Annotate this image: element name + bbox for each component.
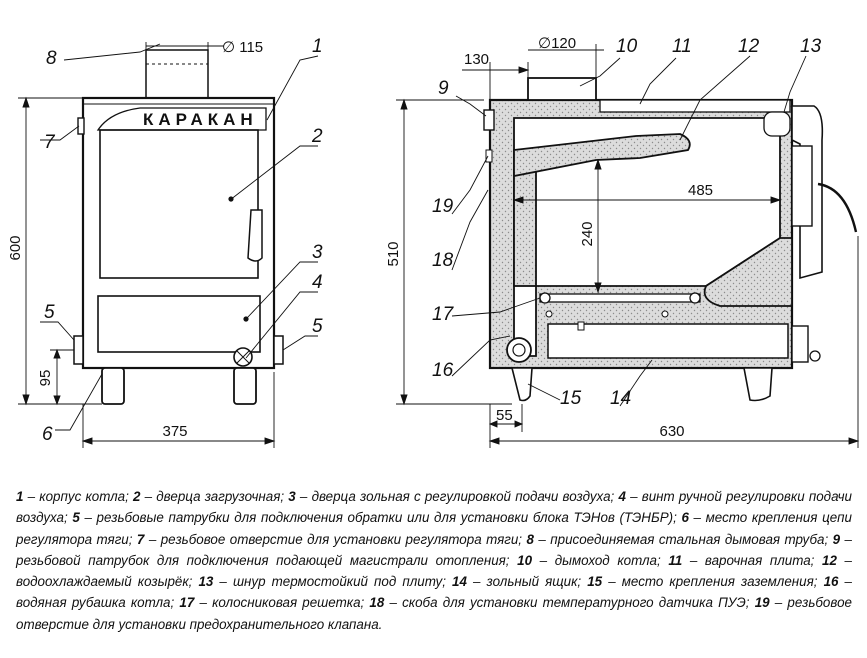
legend-description: – место крепления заземления; bbox=[602, 574, 824, 590]
callout-18: 18 bbox=[432, 250, 454, 271]
legend-description: – водоохлаждаемый козырёк; bbox=[16, 552, 852, 590]
dim-55: 55 bbox=[496, 407, 513, 424]
dim-d115: ∅ 115 bbox=[222, 39, 263, 56]
legend-number: 17 bbox=[179, 595, 195, 611]
boiler-technical-drawing: КАРАКАН ∅ 115 600 95 375 8 1 7 2 3 4 5 5… bbox=[7, 35, 860, 448]
legend-description: – корпус котла; bbox=[23, 489, 133, 504]
callout-5-right: 5 bbox=[312, 316, 323, 337]
dim-600: 600 bbox=[7, 235, 24, 260]
legend-text: 1 – корпус котла; 2 – дверца загрузочная… bbox=[16, 486, 852, 635]
side-dimensions bbox=[396, 44, 860, 448]
callout-12: 12 bbox=[738, 36, 760, 57]
side-view bbox=[483, 77, 858, 402]
leg-right bbox=[233, 367, 257, 405]
dim-240: 240 bbox=[579, 221, 596, 246]
legend-number: 5 bbox=[72, 510, 80, 526]
legend-number: 6 bbox=[681, 510, 689, 526]
callout-8: 8 bbox=[46, 48, 57, 69]
callout-17: 17 bbox=[432, 304, 455, 325]
dim-d120: ∅120 bbox=[538, 35, 576, 52]
boiler-brand: КАРАКАН bbox=[143, 110, 258, 129]
legend-description: – резьбовое отверстие для установки пред… bbox=[16, 595, 852, 632]
callout-16: 16 bbox=[432, 360, 454, 381]
callout-3: 3 bbox=[312, 242, 323, 263]
supply-nozzle bbox=[483, 109, 495, 131]
cooking-plate bbox=[599, 99, 791, 113]
callout-14: 14 bbox=[610, 388, 631, 409]
front-view bbox=[73, 49, 284, 405]
legend-description: – водяная рубашка котла; bbox=[16, 574, 852, 611]
legend-description: – зольный ящик; bbox=[466, 574, 588, 590]
front-texts: КАРАКАН ∅ 115 600 95 375 8 1 7 2 3 4 5 5… bbox=[7, 36, 323, 445]
legend-description: – дымоход котла; bbox=[532, 552, 669, 568]
legend-number: 3 bbox=[288, 489, 296, 504]
legend-number: 10 bbox=[517, 552, 533, 568]
side-texts: 130 ∅120 510 485 240 55 630 9 10 11 12 1… bbox=[385, 35, 822, 440]
legend-description: – резьбовые патрубки для подключения обр… bbox=[79, 510, 682, 526]
callout-15: 15 bbox=[560, 388, 582, 409]
callout-19: 19 bbox=[432, 196, 454, 217]
callout-1: 1 bbox=[312, 36, 323, 57]
side-leg-left bbox=[510, 367, 533, 402]
dim-130: 130 bbox=[464, 51, 489, 68]
legend-description: – скоба для установки температурного дат… bbox=[384, 595, 755, 611]
legend-number: 13 bbox=[198, 574, 214, 590]
callout-4: 4 bbox=[312, 272, 323, 293]
legend-number: 14 bbox=[452, 574, 467, 590]
water-visor bbox=[513, 133, 691, 178]
grate bbox=[539, 293, 701, 303]
callout-2: 2 bbox=[311, 126, 323, 147]
legend-number: 15 bbox=[587, 574, 603, 590]
dim-485: 485 bbox=[688, 182, 713, 199]
legend-number: 19 bbox=[754, 595, 770, 611]
legend-description: – резьбовой патрубок для подключения под… bbox=[16, 531, 852, 568]
dim-375: 375 bbox=[162, 423, 187, 440]
legend-number: 18 bbox=[369, 595, 385, 611]
callout-10: 10 bbox=[616, 36, 638, 57]
front-dimensions bbox=[18, 42, 319, 448]
callout-11: 11 bbox=[672, 36, 692, 57]
callout-5-left: 5 bbox=[44, 302, 55, 323]
chimney-pipe bbox=[145, 49, 209, 99]
callout-7: 7 bbox=[44, 132, 56, 153]
callout-6: 6 bbox=[42, 424, 53, 445]
legend-description: – дверца зольная с регулировкой подачи в… bbox=[295, 489, 619, 504]
legend-description: – дверца загрузочная; bbox=[140, 489, 289, 504]
legend-number: 9 bbox=[832, 531, 841, 547]
seal-cord bbox=[763, 111, 791, 137]
legend-description: – варочная плита; bbox=[682, 552, 823, 568]
nozzle-left bbox=[73, 335, 84, 365]
legend-number: 7 bbox=[136, 531, 145, 547]
legend-number: 16 bbox=[823, 574, 839, 590]
ash-box bbox=[547, 323, 789, 359]
front-body bbox=[81, 96, 276, 370]
loading-door bbox=[99, 129, 259, 279]
legend-description: – колосниковая решетка; bbox=[194, 595, 370, 611]
legend-description: – резьбовое отверстие для установки регу… bbox=[144, 531, 527, 547]
legend-number: 1 bbox=[16, 489, 24, 504]
legend-number: 4 bbox=[618, 489, 626, 504]
legend-number: 12 bbox=[822, 552, 837, 568]
legend-number: 2 bbox=[133, 489, 141, 504]
dim-95: 95 bbox=[37, 370, 54, 387]
legend-description: – винт ручной регулировки подачи воздуха… bbox=[16, 489, 853, 526]
ash-door bbox=[97, 295, 261, 353]
nozzle-right bbox=[273, 335, 284, 365]
callout-9: 9 bbox=[438, 78, 449, 99]
legend-number: 11 bbox=[668, 552, 683, 568]
dim-630: 630 bbox=[659, 423, 684, 440]
legend-description: – место крепления цепи регулятора тяги; bbox=[16, 510, 852, 547]
legend-number: 8 bbox=[526, 531, 534, 547]
legend-description: – шнур термостойкий под плиту; bbox=[213, 574, 453, 590]
leg-left bbox=[101, 367, 125, 405]
legend-description: – присоединяемая стальная дымовая труба; bbox=[533, 531, 833, 547]
side-leg-right bbox=[743, 367, 773, 402]
dim-510: 510 bbox=[385, 241, 402, 266]
flue bbox=[527, 77, 597, 101]
callout-13: 13 bbox=[800, 36, 822, 57]
